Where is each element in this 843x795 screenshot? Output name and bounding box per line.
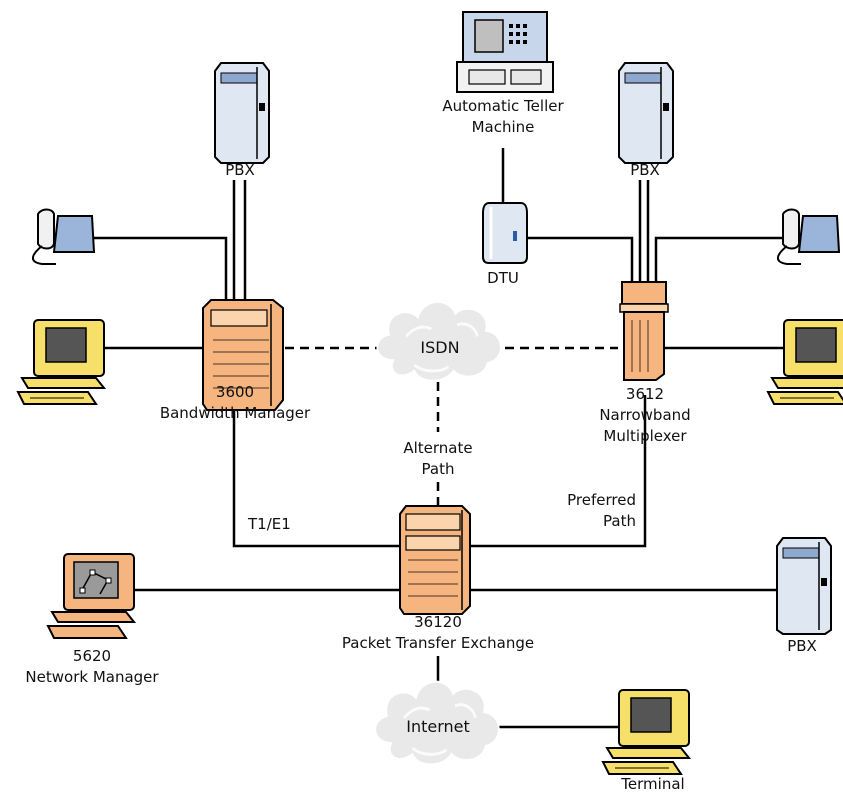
network-manager-model: 5620 xyxy=(72,647,112,665)
isdn-label: ISDN xyxy=(420,338,460,357)
phone-right-icon xyxy=(777,208,841,265)
pbx-bottom-label: PBX xyxy=(787,637,817,655)
preferred-path-line2: Path xyxy=(603,512,636,530)
packet-transfer-exchange-model: 36120 xyxy=(414,613,462,631)
pbx-right-icon xyxy=(618,62,674,164)
network-manager-label: 5620 Network Manager xyxy=(2,646,182,688)
atm-label-line1: Automatic Teller xyxy=(442,97,564,115)
narrowband-multiplexer-name-line1: Narrowband xyxy=(599,406,691,424)
network-manager-icon xyxy=(46,553,137,639)
atm-label: Automatic Teller Machine xyxy=(423,96,583,138)
packet-transfer-exchange-label: 36120 Packet Transfer Exchange xyxy=(300,612,576,654)
pbx-left-icon xyxy=(214,62,270,164)
bandwidth-manager-3600-icon xyxy=(202,299,284,411)
dashed-connections xyxy=(285,346,618,508)
t1e1-label: T1/E1 xyxy=(248,515,291,533)
preferred-path-label: Preferred Path xyxy=(540,490,636,532)
packet-transfer-exchange-36120-icon xyxy=(399,505,471,615)
link-phone-left-3600 xyxy=(92,236,228,302)
narrowband-multiplexer-model: 3612 xyxy=(625,385,665,403)
atm-label-line2: Machine xyxy=(471,118,535,136)
link-3600-36120 xyxy=(232,408,400,548)
narrowband-multiplexer-label: 3612 Narrowband Multiplexer xyxy=(585,384,705,447)
bandwidth-manager-name: Bandwidth Manager xyxy=(159,404,311,422)
terminal-label: Terminal xyxy=(621,775,685,793)
connections xyxy=(92,148,790,729)
pbx-bottom-icon xyxy=(776,537,832,635)
network-manager-name: Network Manager xyxy=(25,668,159,686)
link-phone-right-3612 xyxy=(654,236,785,282)
bandwidth-manager-model: 3600 xyxy=(215,383,255,401)
bandwidth-manager-label: 3600 Bandwidth Manager xyxy=(140,382,330,424)
atm-icon xyxy=(456,11,554,93)
alternate-path-label: Alternate Path xyxy=(385,438,491,480)
computer-left-icon xyxy=(16,319,107,405)
pbx-left-label: PBX xyxy=(225,161,255,179)
alternate-path-line1: Alternate xyxy=(403,439,473,457)
preferred-path-line1: Preferred xyxy=(567,491,636,509)
computer-right-icon xyxy=(766,319,843,405)
narrowband-multiplexer-name-line2: Multiplexer xyxy=(603,427,687,445)
phone-left-icon xyxy=(32,208,96,265)
link-dtu-3612 xyxy=(525,236,634,282)
internet-label: Internet xyxy=(406,717,470,736)
packet-transfer-exchange-name: Packet Transfer Exchange xyxy=(341,634,535,652)
pbx-right-label: PBX xyxy=(630,161,660,179)
link-3612-36120 xyxy=(470,395,647,548)
alternate-path-line2: Path xyxy=(421,460,455,478)
terminal-icon xyxy=(601,689,692,775)
dtu-icon xyxy=(482,202,528,264)
dtu-label: DTU xyxy=(487,269,519,287)
narrowband-multiplexer-3612-icon xyxy=(619,281,669,381)
